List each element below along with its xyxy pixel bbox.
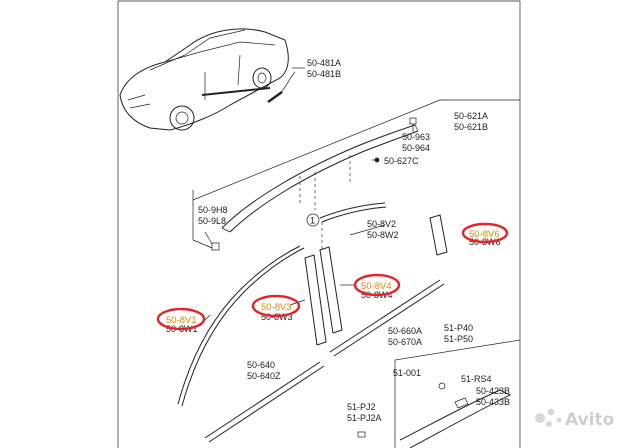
label-50-621b: 50-621B: [454, 122, 488, 132]
highlight-ring-8v6: [461, 222, 509, 244]
label-51-001: 51-001: [393, 368, 421, 378]
clip-rs4: [438, 382, 446, 390]
pillar-8v6: [429, 214, 448, 256]
label-50-640z: 50-640Z: [247, 371, 281, 381]
label-51-rs4: 51-RS4: [461, 374, 492, 384]
label-50-640: 50-640: [247, 360, 275, 370]
label-50-8v2: 50-8V2: [367, 219, 396, 229]
label-50-481a: 50-481A: [307, 58, 341, 68]
label-50-9l8: 50-9L8: [198, 216, 226, 226]
label-50-8v1: 50-8V1: [166, 315, 197, 326]
label-50-423b: 50-423B: [476, 386, 510, 396]
label-51-pj2a: 51-PJ2A: [347, 413, 382, 423]
label-50-963: 50-963: [402, 132, 430, 142]
label-50-8v4: 50-8V4: [361, 281, 392, 292]
clip-9h8: [211, 242, 220, 251]
label-50-621a: 50-621A: [454, 111, 488, 121]
highlight-ring-8v1: [156, 307, 206, 331]
side-sill: [399, 389, 512, 448]
clip-pj2: [357, 431, 366, 438]
strip-8v2: [319, 202, 386, 219]
label-50-627c: 50-627C: [384, 156, 419, 166]
label-50-8v3: 50-8V3: [261, 302, 292, 313]
watermark-text: Avito: [565, 410, 614, 430]
label-51-p50: 51-P50: [444, 334, 473, 344]
pillar-8v4: [319, 246, 343, 334]
lower-frame: [394, 339, 521, 448]
watermark-dot-icon: [535, 413, 545, 423]
label-50-8w2: 50-8W2: [367, 230, 399, 240]
highlight-ring-8v3: [251, 294, 301, 318]
label-50-660a: 50-660A: [388, 326, 422, 336]
label-50-9h8: 50-9H8: [198, 205, 228, 215]
frame-lower: [192, 200, 213, 249]
frame-upper: [192, 99, 520, 201]
belt-molding-640: [204, 361, 321, 439]
callout-1: 1: [310, 216, 315, 226]
car-illustration: [119, 28, 296, 131]
avito-watermark: Avito: [535, 408, 614, 430]
belt-molding-660a: [329, 279, 441, 353]
pillar-8v3: [304, 254, 327, 346]
roof-molding-part: [221, 124, 419, 233]
label-51-pj2: 51-PJ2: [347, 402, 376, 412]
label-51-p40: 51-P40: [444, 323, 473, 333]
clip-423b: [454, 397, 469, 409]
label-50-481b: 50-481B: [307, 69, 341, 79]
label-50-433b: 50-433B: [476, 397, 510, 407]
label-50-8v6: 50-8V6: [469, 229, 500, 240]
label-50-670a: 50-670A: [388, 337, 422, 347]
strip-8v1: [177, 245, 301, 405]
clip-963: [409, 117, 417, 125]
label-50-964: 50-964: [402, 143, 430, 153]
callout-1-circle: [306, 213, 320, 227]
highlight-ring-8v4: [353, 273, 401, 297]
